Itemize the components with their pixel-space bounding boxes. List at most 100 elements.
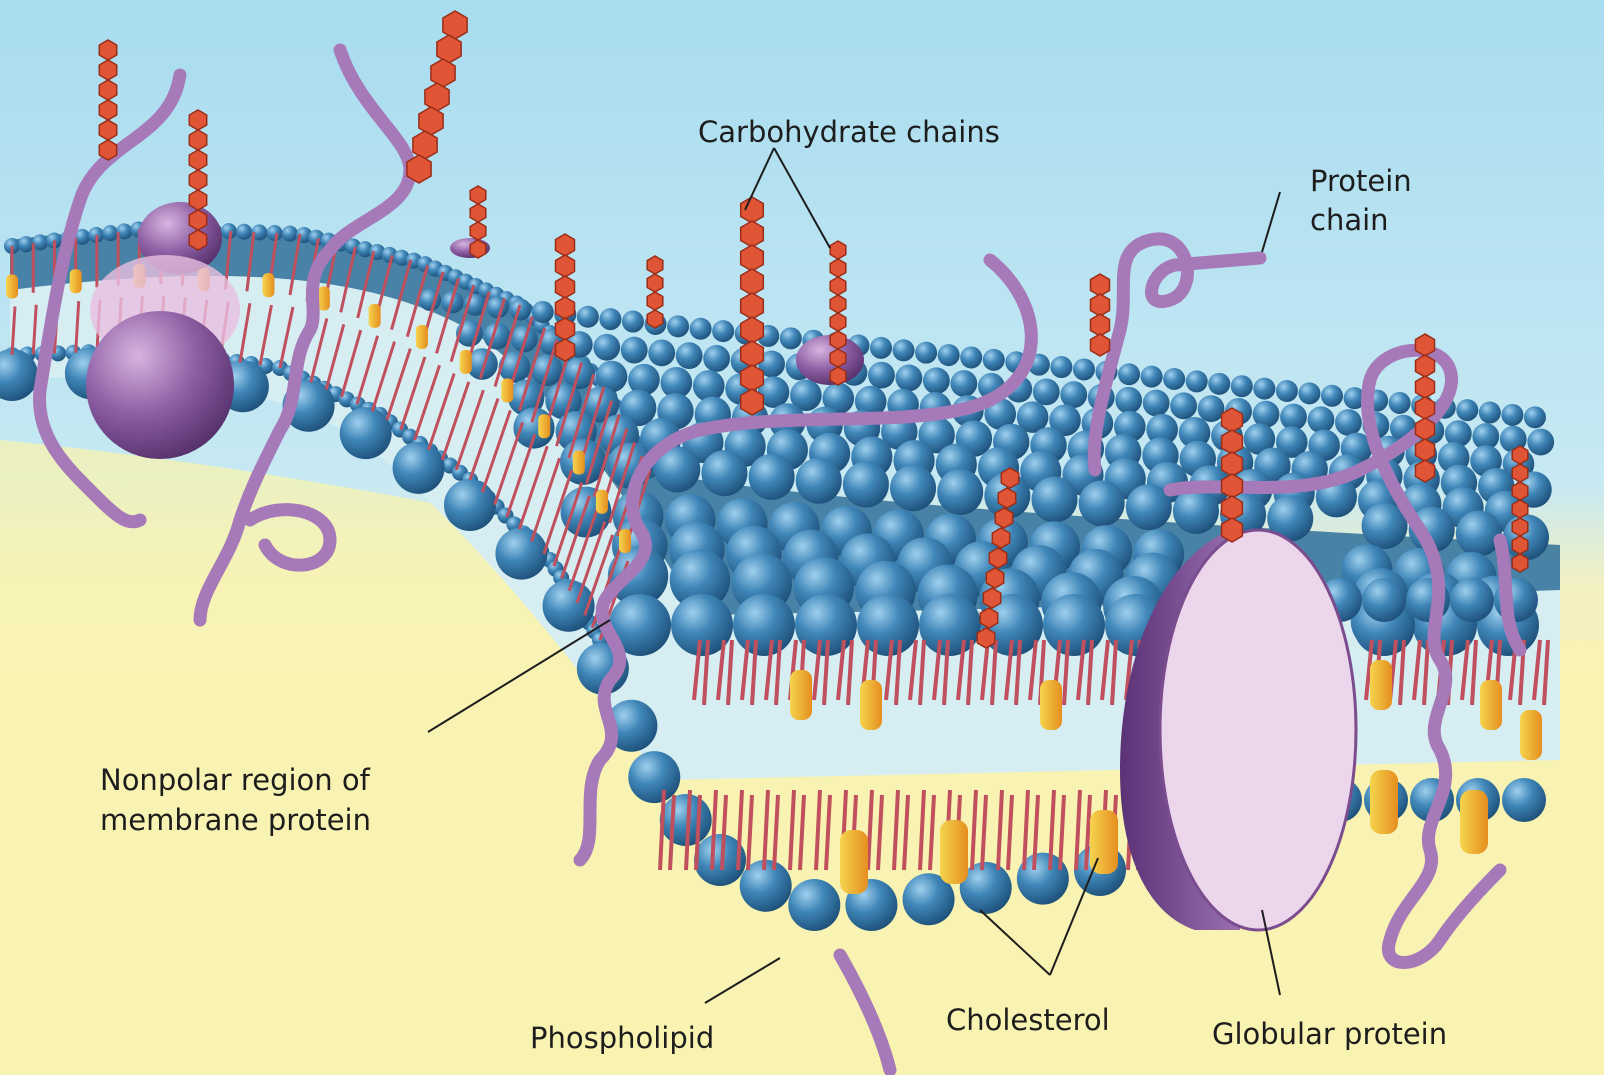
- phospholipid-head: [1170, 392, 1197, 419]
- carbohydrate-bead: [431, 59, 455, 87]
- phospholipid-head: [1524, 406, 1546, 428]
- globular-protein-face: [1160, 530, 1356, 930]
- carbohydrate-bead: [470, 222, 486, 240]
- phospholipid-head: [733, 594, 795, 656]
- cholesterol: [6, 275, 18, 299]
- cholesterol: [596, 490, 608, 514]
- phospholipid-head: [1389, 392, 1411, 414]
- carbohydrate-bead: [830, 331, 846, 349]
- phospholipid-head: [950, 370, 977, 397]
- carbohydrate-bead: [99, 80, 116, 100]
- label-nonpolar-line1: Nonpolar region of: [100, 763, 371, 797]
- carbohydrate-bead: [437, 35, 461, 63]
- phospholipid-head: [1115, 387, 1142, 414]
- carbohydrate-bead: [830, 349, 846, 367]
- carbohydrate-bead: [741, 245, 764, 271]
- carbohydrate-bead: [556, 339, 575, 361]
- cholesterol: [860, 680, 882, 730]
- carbohydrate-bead: [189, 170, 206, 190]
- carbohydrate-bead: [647, 310, 663, 328]
- carbohydrate-bead: [1222, 496, 1243, 520]
- carbohydrate-bead: [99, 120, 116, 140]
- phospholipid-head: [393, 442, 445, 494]
- phospholipid-head: [1527, 429, 1554, 456]
- cholesterol: [1370, 770, 1398, 834]
- phospholipid-head: [893, 339, 915, 361]
- cholesterol: [70, 269, 82, 293]
- carbohydrate-bead: [1512, 500, 1528, 518]
- carbohydrate-bead: [741, 341, 764, 367]
- cholesterol: [790, 670, 812, 720]
- cholesterol: [318, 287, 330, 311]
- carbohydrate-bead: [830, 241, 846, 259]
- carbohydrate-bead: [830, 295, 846, 313]
- carbohydrate-bead: [1222, 408, 1243, 432]
- phospholipid-head: [937, 469, 983, 515]
- phospholipid-head: [1043, 594, 1105, 656]
- carbohydrate-bead: [189, 190, 206, 210]
- cholesterol: [840, 830, 868, 894]
- carbohydrate-bead: [977, 628, 994, 648]
- label-globular-protein: Globular protein: [1212, 1017, 1447, 1051]
- carbohydrate-bead: [470, 204, 486, 222]
- phospholipid-head: [1208, 373, 1230, 395]
- phospholipid-head: [1231, 375, 1253, 397]
- phospholipid-head: [868, 362, 895, 389]
- phospholipid-head: [1502, 778, 1546, 822]
- carbohydrate-bead: [647, 292, 663, 310]
- carbohydrate-bead: [413, 131, 437, 159]
- phospholipid-head: [444, 479, 496, 531]
- carbohydrate-bead: [1512, 536, 1528, 554]
- phospholipid-head: [960, 346, 982, 368]
- carbohydrate-bead: [1222, 452, 1243, 476]
- carbohydrate-bead: [1416, 355, 1435, 377]
- carbohydrate-bead: [1091, 334, 1110, 356]
- carbohydrate-bead: [647, 256, 663, 274]
- carbohydrate-bead: [1416, 418, 1435, 440]
- carbohydrate-bead: [1091, 294, 1110, 316]
- cholesterol: [1090, 810, 1118, 874]
- carbohydrate-bead: [189, 110, 206, 130]
- phospholipid-head: [1501, 404, 1523, 426]
- phospholipid-head: [102, 225, 118, 241]
- phospholipid-head: [1186, 370, 1208, 392]
- cholesterol: [1520, 710, 1542, 760]
- phospholipid-head: [1479, 402, 1501, 424]
- phospholipid-head: [1143, 390, 1170, 417]
- carbohydrate-bead: [556, 276, 575, 298]
- carbohydrate-bead: [189, 230, 206, 250]
- carbohydrate-bead: [189, 130, 206, 150]
- carbohydrate-bead: [419, 107, 443, 135]
- carbohydrate-bead: [189, 210, 206, 230]
- phospholipid-head: [622, 311, 644, 333]
- label-phospholipid: Phospholipid: [530, 1021, 714, 1055]
- phospholipid-head: [1032, 477, 1078, 523]
- carbohydrate-bead: [986, 568, 1003, 588]
- label-cholesterol: Cholesterol: [946, 1003, 1110, 1037]
- phospholipid-head: [1073, 358, 1095, 380]
- phospholipid-head: [1060, 381, 1087, 408]
- phospholipid-head: [267, 225, 283, 241]
- cholesterol: [416, 325, 428, 349]
- carbohydrate-bead: [1001, 468, 1018, 488]
- carbohydrate-bead: [556, 234, 575, 256]
- carbohydrate-bead: [189, 150, 206, 170]
- phospholipid-head: [1362, 578, 1406, 622]
- phospholipid-head: [749, 454, 795, 500]
- carbohydrate-bead: [741, 197, 764, 223]
- phospholipid-head: [532, 301, 554, 323]
- carbohydrate-bead: [1091, 314, 1110, 336]
- label-protein-chain-line2: chain: [1310, 203, 1389, 237]
- phospholipid-head: [983, 349, 1005, 371]
- carbohydrate-bead: [830, 277, 846, 295]
- cholesterol: [1040, 680, 1062, 730]
- carbohydrate-bead: [99, 140, 116, 160]
- carbohydrate-bead: [1091, 274, 1110, 296]
- carbohydrate-bead: [980, 608, 997, 628]
- carbohydrate-bead: [1222, 430, 1243, 454]
- phospholipid-head: [923, 367, 950, 394]
- phospholipid-head: [843, 461, 889, 507]
- carbohydrate-bead: [1222, 474, 1243, 498]
- phospholipid-head: [1079, 480, 1125, 526]
